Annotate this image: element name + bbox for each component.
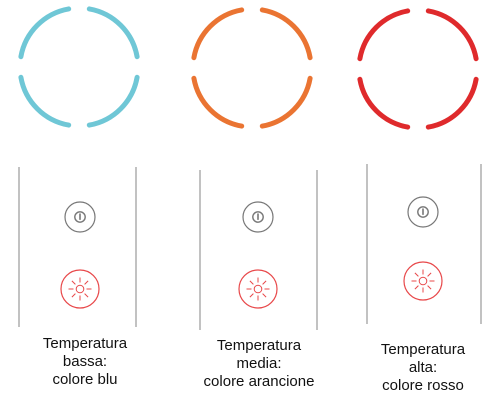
caption-line: Temperatura bbox=[42, 335, 128, 352]
caption-medium-temperature: Temperatura media: colore arancione bbox=[179, 337, 339, 391]
device-panel-low bbox=[18, 167, 137, 327]
caption-line: colore blu bbox=[52, 371, 118, 388]
temperature-button[interactable] bbox=[403, 261, 443, 301]
ring-medium-temperature bbox=[191, 7, 313, 129]
caption-low-temperature: Temperatura bassa: colore blu bbox=[5, 335, 165, 389]
caption-line: bassa: bbox=[62, 353, 108, 370]
caption-line: Temperatura bbox=[380, 341, 466, 358]
power-button[interactable] bbox=[64, 201, 96, 233]
ring-high-temperature bbox=[357, 8, 479, 130]
sun-temperature-icon bbox=[246, 277, 270, 301]
caption-line: colore rosso bbox=[382, 377, 464, 394]
power-button[interactable] bbox=[242, 201, 274, 233]
sun-temperature-icon bbox=[411, 269, 435, 293]
power-icon bbox=[252, 211, 264, 223]
ring-low-temperature bbox=[18, 6, 140, 128]
temperature-button[interactable] bbox=[60, 269, 100, 309]
caption-line: colore arancione bbox=[203, 373, 315, 390]
caption-line: media: bbox=[236, 355, 282, 372]
device-panel-high bbox=[366, 164, 482, 324]
temperature-button[interactable] bbox=[238, 269, 278, 309]
sun-temperature-icon bbox=[68, 277, 92, 301]
power-icon bbox=[74, 211, 86, 223]
caption-line: alta: bbox=[408, 359, 438, 376]
power-button[interactable] bbox=[407, 196, 439, 228]
power-icon bbox=[417, 206, 429, 218]
caption-high-temperature: Temperatura alta: colore rosso bbox=[343, 341, 491, 395]
caption-line: Temperatura bbox=[216, 337, 302, 354]
device-panel-medium bbox=[199, 170, 318, 330]
